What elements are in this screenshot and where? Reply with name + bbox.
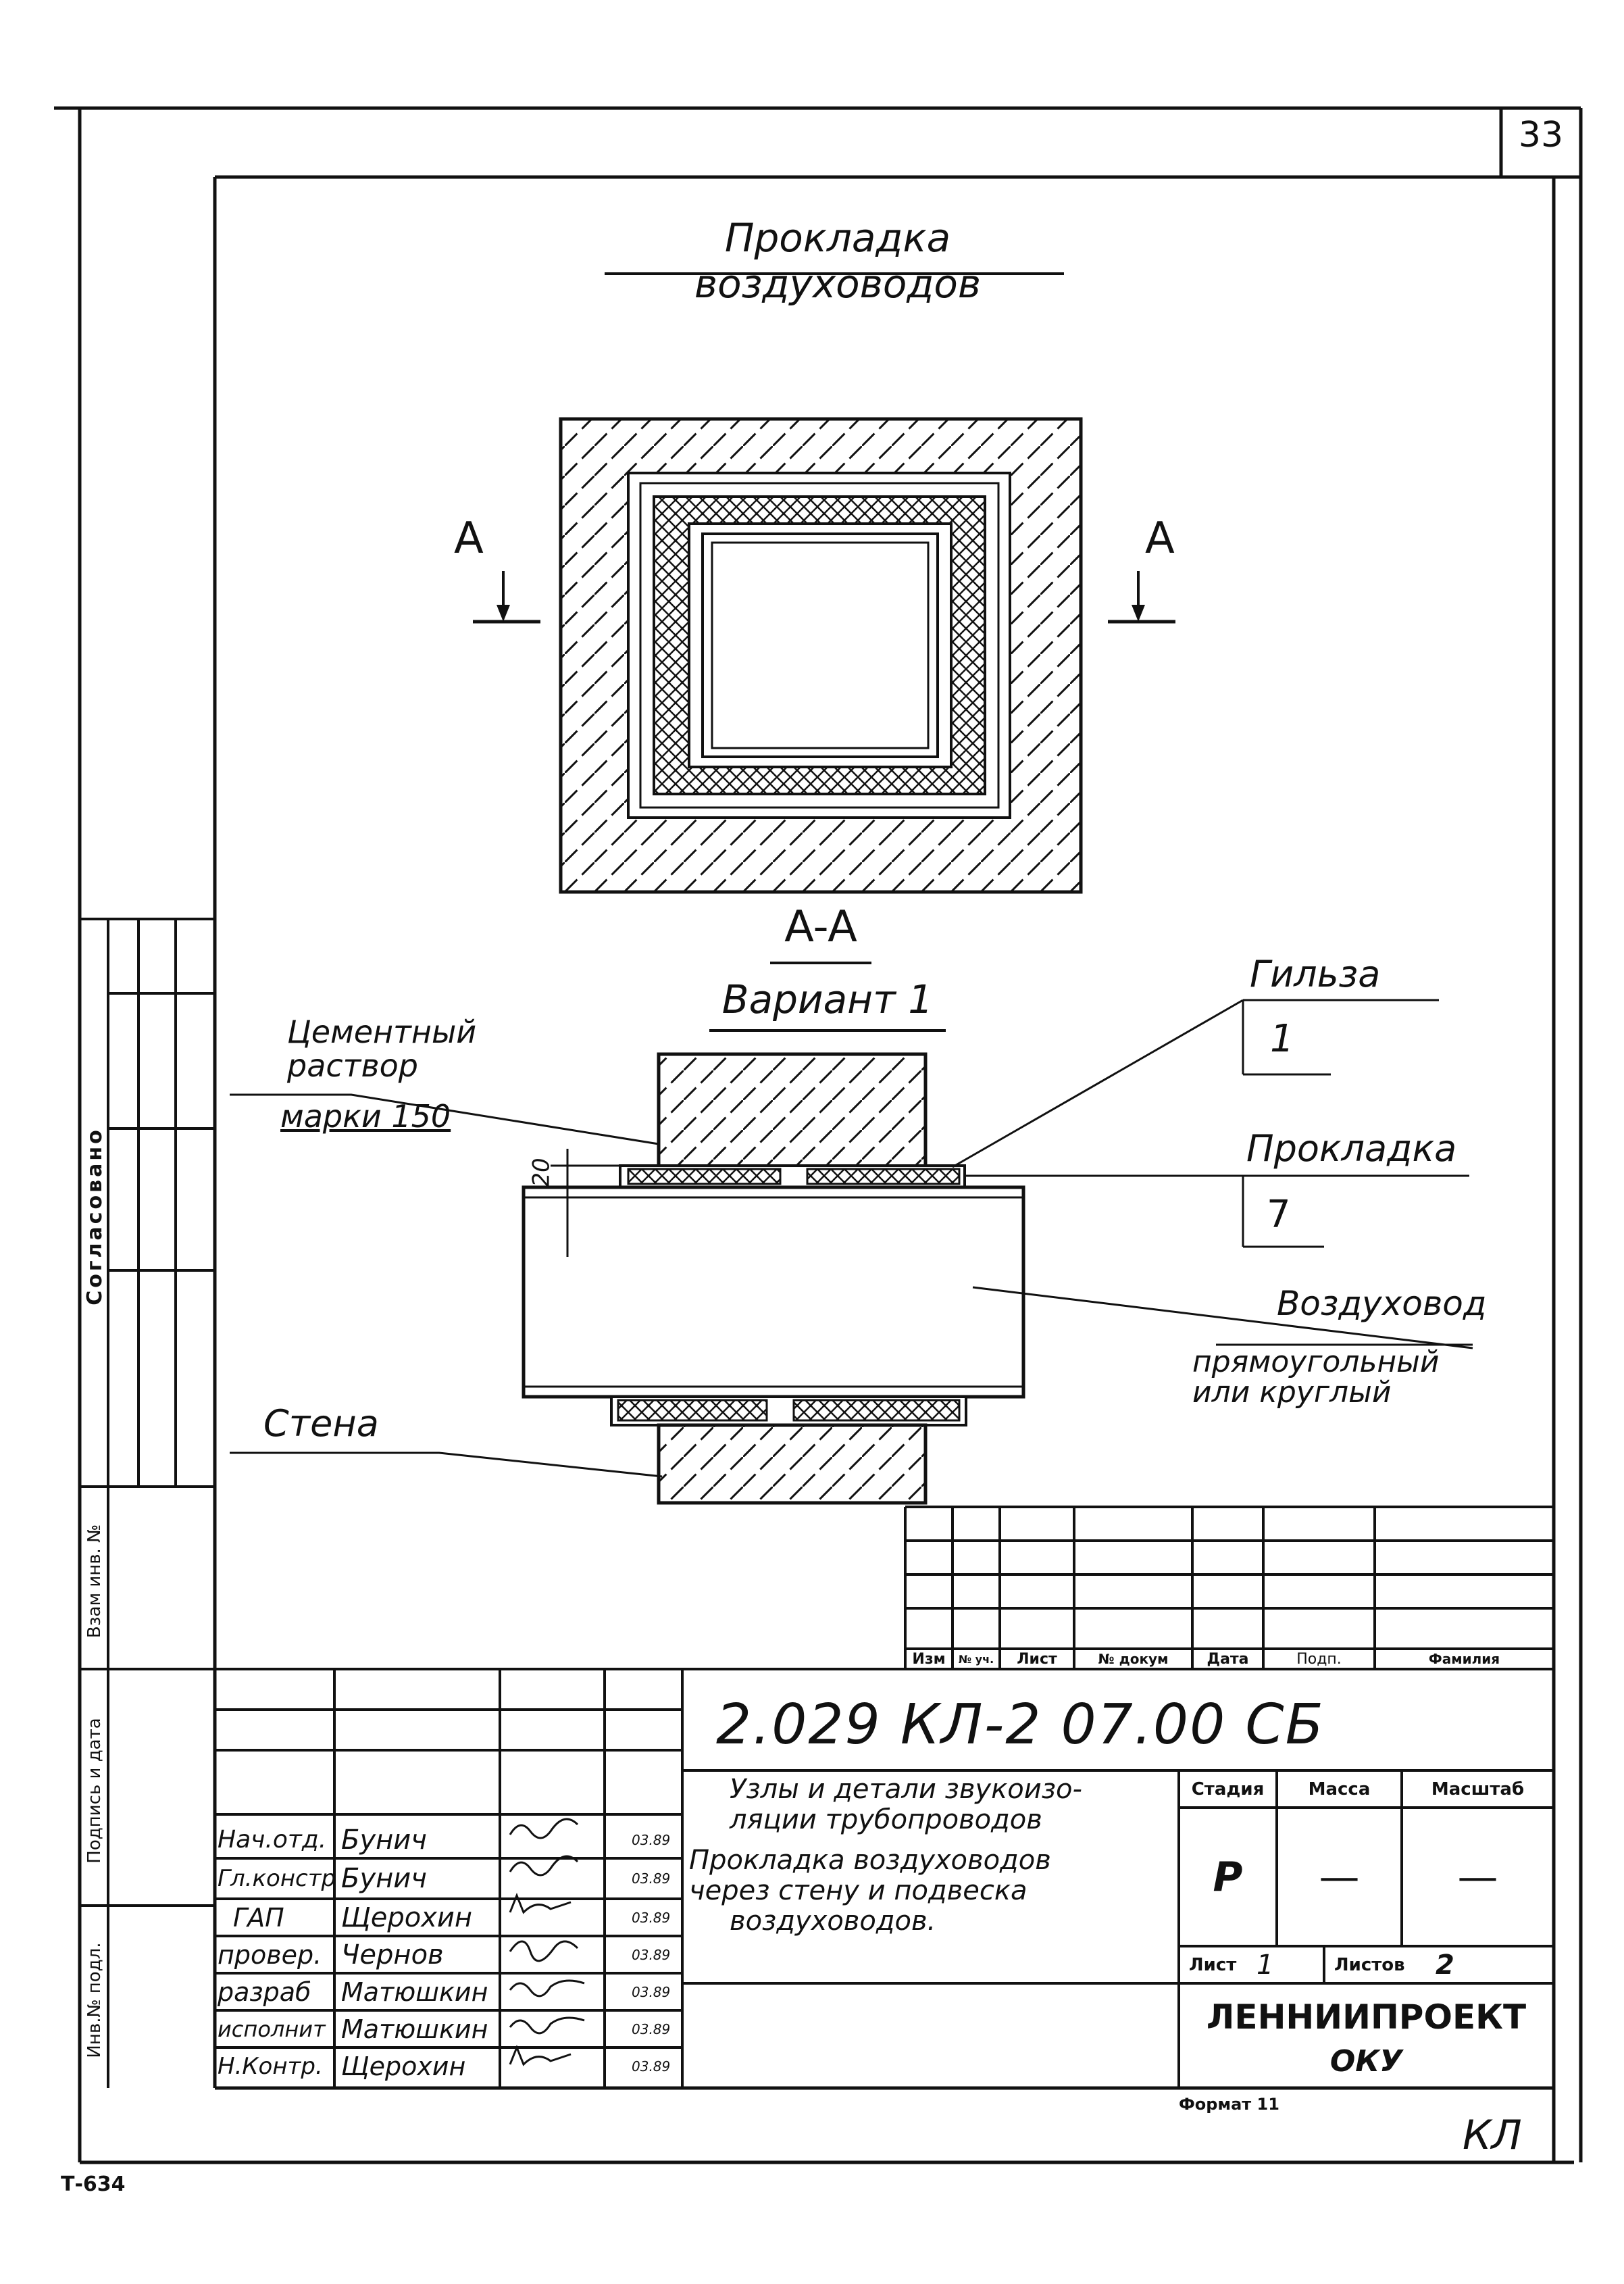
label-cement-2: раствор (287, 1047, 418, 1084)
label-cement-3: марки 150 (280, 1098, 451, 1135)
staff-date: 03.89 (632, 1870, 671, 1887)
list-label: Лист (1189, 1954, 1237, 1975)
rev-header-familiya: Фамилия (1428, 1651, 1500, 1667)
page-number: 33 (1518, 115, 1564, 155)
inner-frame (213, 175, 1554, 2090)
side-stamp (80, 918, 215, 2088)
staff-name: Бунич (341, 1824, 427, 1856)
section-view (230, 999, 1473, 1505)
label-stena: Стена (263, 1402, 379, 1445)
rev-header-izm: Изм (912, 1650, 946, 1668)
listov-label: Листов (1334, 1954, 1405, 1975)
staff-name: Щерохин (341, 2051, 466, 2081)
label-vozduhovod-desc-2: или круглый (1192, 1375, 1392, 1410)
staff-name: Матюшкин (341, 1977, 488, 2007)
stadiya-label: Стадия (1191, 1779, 1265, 1799)
label-gilza: Гильза (1250, 953, 1381, 995)
staff-role: Нач.отд. (218, 1826, 327, 1854)
side-label-vzam-inv: Взам инв. № (84, 1524, 105, 1639)
dimension-20: 20 (528, 1158, 555, 1187)
doc-desc-line-2: ляции трубопроводов (730, 1804, 1042, 1835)
staff-date: 03.89 (632, 1909, 671, 1926)
side-label-podpis-data: Подпись и дата (84, 1718, 105, 1864)
side-label-inv-podl: Инв.№ подл. (84, 1942, 105, 2058)
side-label-soglasovano: Согласовано (82, 1127, 107, 1306)
label-gilza-pos: 1 (1270, 1017, 1294, 1061)
label-prokladka: Прокладка (1246, 1127, 1457, 1170)
section-marker-right: A (1145, 514, 1175, 564)
doc-desc-line-3: Прокладка воздуховодов (689, 1845, 1051, 1876)
label-prokladka-pos: 7 (1267, 1193, 1291, 1237)
label-vozduhovod: Воздуховод (1277, 1284, 1487, 1323)
outer-frame (54, 106, 1583, 2164)
massa-value: — (1319, 1853, 1360, 1901)
rev-header-data: Дата (1207, 1650, 1249, 1668)
doc-desc-line-5: воздуховодов. (730, 1906, 936, 1937)
staff-name: Щерохин (341, 1902, 473, 1933)
label-cement-1: Цементный (287, 1014, 477, 1050)
staff-role: провер. (218, 1939, 322, 1970)
listov-value: 2 (1436, 1949, 1454, 1981)
staff-date: 03.89 (632, 1946, 671, 1963)
title-block-grid (215, 1668, 1554, 2088)
staff-role: исполнит (218, 2016, 326, 2042)
drawing-title: Прокладка воздуховодов (694, 215, 982, 307)
staff-date: 03.89 (632, 2058, 671, 2075)
doc-desc-line-1: Узлы и детали звукоизо- (730, 1774, 1082, 1805)
staff-date: 03.89 (632, 2020, 671, 2037)
rev-header-podp: Подп. (1296, 1650, 1342, 1668)
stadiya-value: Р (1213, 1853, 1243, 1901)
staff-role: Гл.констр (218, 1864, 336, 1892)
revision-grid (904, 1506, 1554, 1669)
massa-label: Масса (1308, 1779, 1371, 1799)
label-vozduhovod-desc-1: прямоугольный (1192, 1345, 1440, 1379)
footer-right-mark: КЛ (1463, 2112, 1522, 2159)
staff-name: Чернов (341, 1939, 444, 1970)
rev-header-nuch: № уч. (958, 1652, 994, 1666)
org-dept: ОКУ (1329, 2043, 1403, 2079)
footer-left-code: Т-634 (61, 2173, 126, 2196)
masshtab-value: — (1457, 1853, 1498, 1901)
format-label: Формат 11 (1179, 2095, 1279, 2114)
doc-desc-line-4: через стену и подвеска (689, 1875, 1027, 1906)
section-title: A-A (784, 902, 857, 952)
doc-code: 2.029 КЛ-2 07.00 СБ (716, 1693, 1325, 1757)
section-marker-left: A (454, 514, 484, 564)
staff-date: 03.89 (632, 1983, 671, 2000)
signatures (509, 1818, 585, 2066)
masshtab-label: Масштаб (1431, 1779, 1525, 1799)
staff-role: Н.Контр. (218, 2052, 323, 2080)
staff-date: 03.89 (632, 1831, 671, 1848)
list-value: 1 (1257, 1949, 1274, 1981)
org-name: ЛЕННИИПРОЕКТ (1206, 1997, 1527, 2037)
staff-name: Матюшкин (341, 2014, 488, 2044)
staff-role: разраб (218, 1977, 311, 2007)
staff-name: Бунич (341, 1862, 427, 1894)
variant-label: Вариант 1 (721, 976, 934, 1022)
rev-header-list: Лист (1017, 1650, 1057, 1668)
staff-role: ГАП (233, 1902, 284, 1933)
rev-header-ndokum: № докум (1098, 1651, 1169, 1667)
plan-view (473, 417, 1175, 894)
